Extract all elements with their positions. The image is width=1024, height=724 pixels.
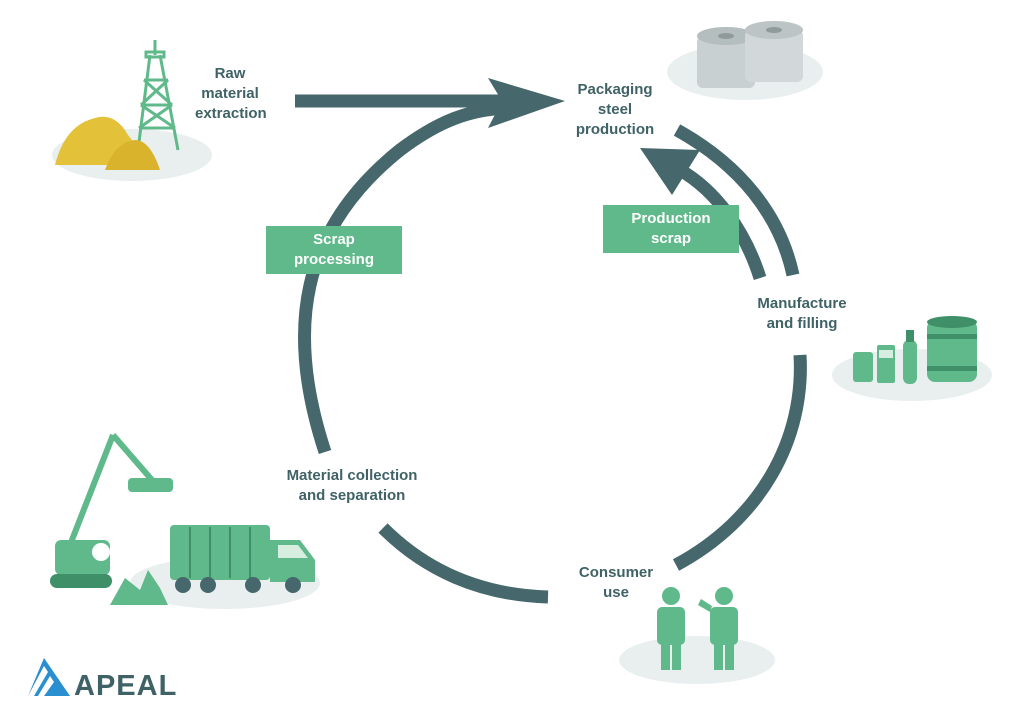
manufacture-arc	[673, 124, 800, 277]
consumers-icon	[657, 587, 738, 670]
scrap-processing-arc	[298, 101, 506, 455]
excavator-icon	[50, 433, 173, 588]
consumer-arc	[672, 354, 807, 571]
apeal-logo-icon	[28, 658, 70, 696]
packaging-products-icon	[853, 316, 977, 384]
consumer-label: Consumer use	[578, 564, 654, 601]
arrow-heads	[488, 78, 700, 195]
production-scrap-arrow-head	[640, 148, 700, 195]
raw-material-label: Raw material extraction	[195, 65, 267, 122]
collection-arc	[378, 523, 549, 604]
packaging-label: Packaging steel production	[575, 81, 655, 138]
production-scrap-box: Production scrap	[603, 205, 739, 253]
oil-rig-icon	[136, 40, 180, 151]
apeal-logo-text: APEAL	[74, 670, 178, 702]
scrap-processing-box: Scrap processing	[266, 226, 402, 274]
scrap-pile-icon	[110, 570, 168, 605]
steel-coil-icon	[697, 21, 803, 88]
collection-label: Material collection and separation	[286, 467, 418, 504]
packaging-arrow-head	[488, 78, 565, 128]
truck-icon	[170, 525, 315, 593]
cycle-arrows	[295, 94, 807, 604]
consumer-shadow	[619, 636, 775, 684]
manufacture-label: Manufacture and filling	[757, 295, 847, 332]
raw-material-pile-small-icon	[105, 140, 160, 170]
